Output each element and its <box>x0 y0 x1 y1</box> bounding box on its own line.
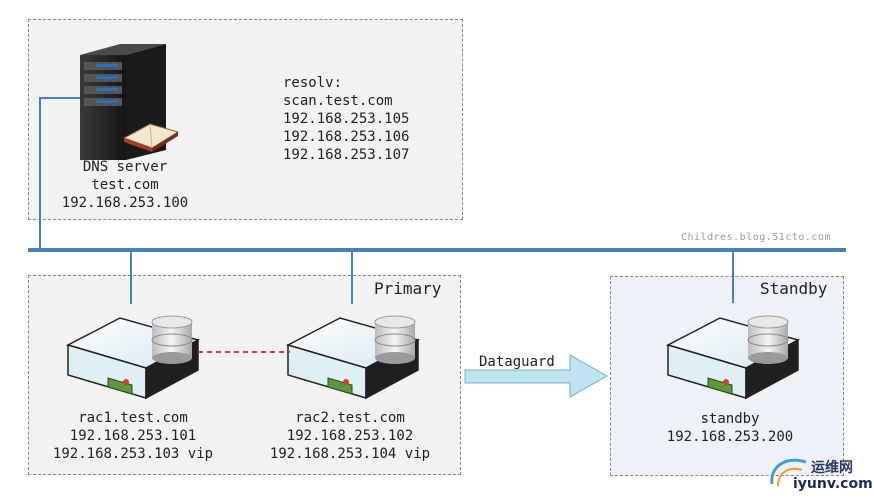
dataguard-arrow <box>464 354 609 398</box>
dataguard-label: Dataguard <box>479 354 555 370</box>
rac2-vip: 192.168.253.104 vip <box>269 446 431 462</box>
rac2-ip: 192.168.253.102 <box>286 428 414 444</box>
dns-server-label: DNS server <box>82 159 168 175</box>
network-bus <box>28 97 846 304</box>
rac1-hostname: rac1.test.com <box>78 410 188 426</box>
resolv-scan-ip: 192.168.253.105 <box>283 111 410 127</box>
rac1-vip: 192.168.253.103 vip <box>52 446 214 462</box>
standby-database-icon <box>747 315 789 364</box>
resolv-scan-name: scan.test.com <box>283 93 393 109</box>
resolv-scan-ip: 192.168.253.107 <box>283 147 410 163</box>
address-book-icon <box>122 123 180 152</box>
primary-title: Primary <box>374 279 442 298</box>
resolv-label: resolv: <box>283 75 343 91</box>
resolv-scan-ip: 192.168.253.106 <box>283 129 410 145</box>
rac1-ip: 192.168.253.101 <box>69 428 197 444</box>
logo-chinese: 运维网 <box>811 460 853 476</box>
blog-watermark: Childres.blog.51cto.com <box>681 232 831 243</box>
standby-hostname: standby <box>700 411 760 427</box>
rac2-database-icon <box>374 315 416 364</box>
logo-domain: iyunv.com <box>793 476 873 492</box>
standby-ip: 192.168.253.200 <box>666 429 794 445</box>
dns-ip-label: 192.168.253.100 <box>61 195 189 211</box>
dns-domain-label: test.com <box>91 177 159 193</box>
logo-swoosh-icon <box>770 458 807 487</box>
standby-title: Standby <box>760 279 828 298</box>
rac1-database-icon <box>151 315 193 364</box>
rac2-hostname: rac2.test.com <box>295 410 405 426</box>
